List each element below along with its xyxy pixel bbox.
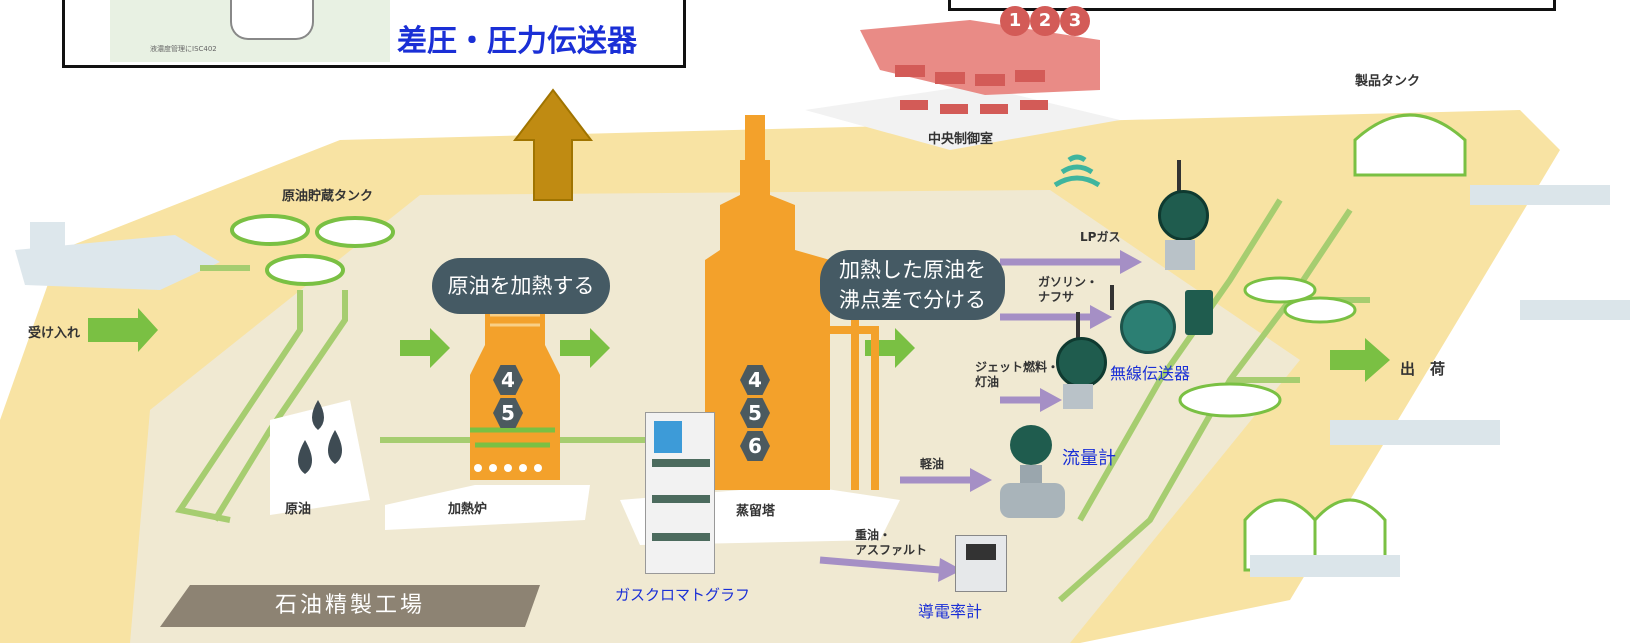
label-crude-storage: 原油貯蔵タンク [282,189,374,204]
thumbnail-caption: 液濃度管理にISC402 [150,45,217,53]
heater-badge-4: 4 [493,365,523,395]
label-shipping: 出 荷 [1400,360,1446,378]
wireless-transmitter-1 [1150,160,1210,278]
badge-1: 1 [1000,6,1030,36]
gold-up-arrow [512,88,594,201]
label-receiving: 受け入れ [28,326,81,341]
ship-receiving [15,235,220,290]
bubble-separate: 加熱した原油を 沸点差で分ける [820,250,1005,320]
label-gc: ガスクロマトグラフ [615,586,751,604]
heater-badge-5: 5 [493,398,523,428]
wireless-box [1185,290,1213,335]
label-diesel: 軽油 [920,457,945,471]
thumbnail: 液濃度管理にISC402 [110,0,390,62]
top-box-title: 差圧・圧力伝送器 [397,24,637,59]
label-product-tank: 製品タンク [1355,74,1421,89]
gas-chromatograph [645,412,715,574]
distillation-tower [705,160,830,490]
plant-name: 石油精製工場 [274,593,425,618]
label-heater: 加熱炉 [448,502,488,517]
wireless-transmitter-3 [1048,312,1108,412]
heater-platform [385,485,590,530]
label-control-room: 中央制御室 [928,132,994,147]
flowmeter-device [1000,425,1068,520]
tower-badge-5: 5 [740,398,770,428]
badge-3: 3 [1060,6,1090,36]
label-crude: 原油 [285,502,312,517]
top-right-box [948,0,1556,11]
top-box: 液濃度管理にISC402 差圧・圧力伝送器 [62,0,686,68]
label-jet: ジェット燃料・ 灯油 [975,360,1060,389]
tower-badge-6: 6 [740,431,770,461]
label-tower: 蒸留塔 [736,504,776,519]
badge-2: 2 [1030,6,1060,36]
label-wireless: 無線伝送器 [1110,364,1191,383]
conductivity-meter [955,535,1007,592]
label-heavy: 重油・ アスファルト [855,528,928,557]
tank-illustration [230,0,314,40]
plant-nameplate: 石油精製工場 [160,585,540,627]
tower-badge-4: 4 [740,365,770,395]
label-flowmeter: 流量計 [1062,448,1116,469]
label-lpg: LPガス [1080,230,1121,244]
wireless-transmitter-2 [1105,285,1180,355]
label-gasoline: ガソリン・ ナフサ [1038,275,1099,304]
label-conductivity: 導電率計 [918,602,983,621]
bubble-heat: 原油を加熱する [432,258,610,314]
